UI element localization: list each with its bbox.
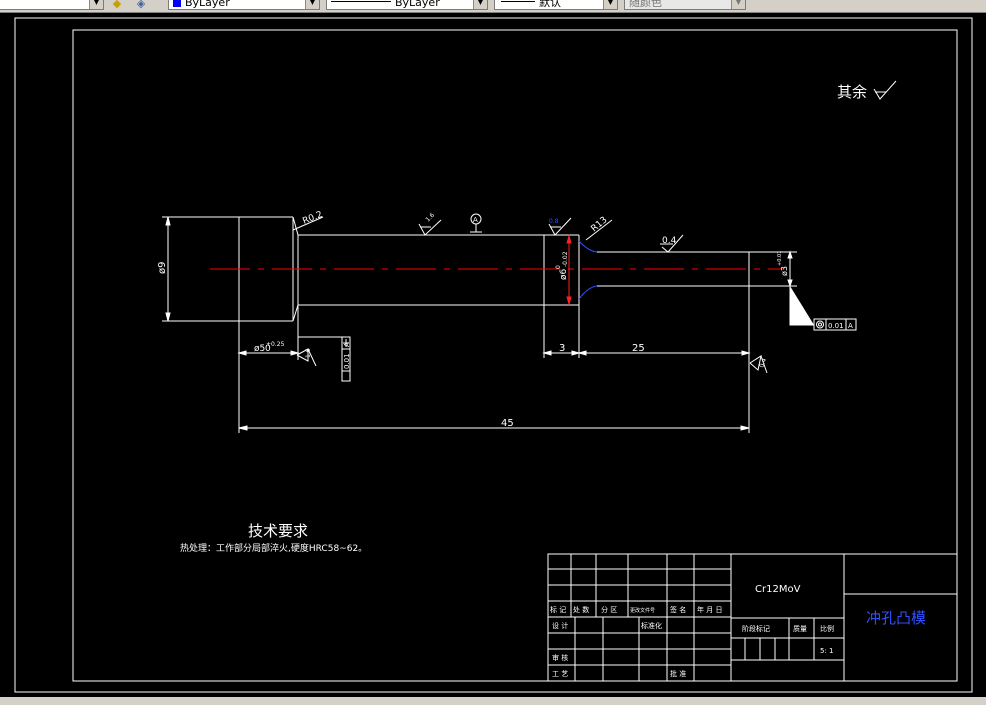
dim-45 — [238, 425, 750, 431]
dim-diameter-9 — [165, 216, 171, 322]
tech-requirements-text: 热处理：工作部分局部淬火,硬度HRC58~62。 — [180, 542, 367, 554]
roughness-2-text: 0.8 — [549, 218, 559, 225]
dim-shoulder-text: ø5 — [254, 344, 265, 354]
surface-note-text: 其余 — [837, 83, 867, 101]
tb-scale-value: 5: 1 — [820, 647, 834, 655]
tb-weight-label: 质量 — [793, 624, 807, 633]
dim-diameter-9-text: ø9 — [157, 262, 168, 274]
tb-row-design: 设 计 — [552, 621, 568, 630]
fcf-perpendicularity-datum: A — [343, 342, 351, 347]
dim-45-text: 45 — [501, 418, 514, 429]
part-outline — [162, 216, 750, 322]
dim-3-and-25 — [542, 286, 751, 433]
dim-diameter-6-text: ø6 — [559, 268, 569, 280]
lineweight-preview-icon — [501, 1, 535, 2]
chevron-down-icon: ▼ — [89, 0, 103, 9]
color-control-value: ByLayer — [185, 0, 230, 9]
roughness-symbol-icon — [873, 80, 897, 100]
tb-row-approve: 批 准 — [670, 669, 686, 678]
tb-row-standard: 标准化 — [641, 621, 662, 630]
lineweight-control-value: 默认 — [539, 0, 561, 9]
tech-requirements-title: 技术要求 — [248, 522, 308, 540]
dim-diameter-6-tol-lower: -0.02 — [562, 251, 569, 267]
tb-hdr-count: 处 数 — [573, 605, 589, 614]
leader-r02 — [292, 216, 324, 231]
sheet-inner-border — [72, 29, 958, 682]
chevron-down-icon: ▼ — [473, 0, 487, 9]
fillet-r02-text: R0.2 — [301, 210, 324, 227]
tb-row-review: 审 核 — [552, 653, 568, 662]
layer-previous-icon[interactable]: ◈ — [136, 0, 146, 10]
tb-row-process: 工 艺 — [552, 670, 568, 678]
fcf-perpendicularity-value: 0.01 — [343, 353, 351, 369]
roughness-symbol-icon — [548, 217, 572, 236]
fillet-arcs — [578, 240, 598, 300]
plotstyle-control-combo[interactable]: 随颜色 ▼ — [624, 0, 746, 10]
color-control-combo[interactable]: ByLayer ▼ — [168, 0, 320, 10]
chevron-down-icon: ▼ — [603, 0, 617, 9]
roughness-symbol-icon — [418, 219, 442, 236]
drawing-canvas[interactable]: 其余 ø9 R0.2 1.6 — [0, 12, 986, 697]
linetype-control-combo[interactable]: ByLayer ▼ — [326, 0, 488, 10]
tb-hdr-docno: 更改文件号 — [630, 607, 655, 614]
properties-toolbar: ▼ ◆ ◈ ByLayer ▼ ByLayer ▼ 默认 ▼ 随颜色 ▼ — [0, 0, 986, 13]
roughness-5-text: 0.4 — [758, 357, 768, 369]
leader-r13 — [585, 219, 613, 241]
sheet-outer-border — [14, 17, 973, 693]
tb-hdr-date: 年 月 日 — [697, 605, 722, 614]
title-block — [547, 553, 958, 682]
chevron-down-icon: ▼ — [731, 0, 745, 9]
tb-hdr-sign: 签 名 — [670, 605, 686, 614]
tb-stage-label: 阶段标记 — [742, 624, 770, 633]
roughness-symbol-icon — [296, 348, 317, 367]
dim-3-text: 3 — [559, 343, 565, 354]
dim-diameter-6-tol-upper: 0 — [555, 265, 562, 269]
roughness-4-text: 1.6 — [305, 348, 312, 358]
lineweight-control-combo[interactable]: 默认 ▼ — [494, 0, 618, 10]
linetype-control-value: ByLayer — [395, 0, 440, 9]
datum-a-symbol — [470, 213, 482, 233]
fcf-perpendicularity — [298, 336, 351, 382]
dim-diameter-3-text: ø3 — [780, 266, 789, 276]
color-swatch-icon — [173, 0, 181, 7]
layer-states-icon[interactable]: ◆ — [112, 0, 122, 10]
tb-part-name: 冲孔凸模 — [866, 609, 926, 627]
dim-diameter-3 — [749, 250, 814, 326]
radius-r13-text: R13 — [590, 215, 610, 234]
dim-shoulder-length — [237, 305, 300, 433]
tb-scale-label: 比例 — [820, 624, 834, 633]
datum-a-text: A — [473, 216, 478, 224]
chevron-down-icon: ▼ — [305, 0, 319, 9]
roughness-symbol-icon — [749, 354, 768, 374]
tb-material: Cr12MoV — [755, 584, 801, 595]
roughness-symbol-icon — [660, 234, 684, 253]
dim-25-text: 25 — [632, 343, 645, 354]
dim-diameter-6 — [566, 234, 572, 306]
fcf-concentricity — [813, 318, 857, 331]
status-bar-edge — [0, 697, 986, 705]
plotstyle-control-value: 随颜色 — [629, 0, 662, 9]
dim-shoulder-tol: +0.25 — [266, 341, 285, 348]
dim-shoulder-value: 0 — [265, 344, 271, 354]
fcf-concentricity-datum: A — [848, 322, 853, 330]
linetype-preview-icon — [331, 1, 391, 2]
roughness-1-text: 1.6 — [424, 212, 436, 224]
fcf-concentricity-value: 0.01 — [828, 322, 844, 330]
tb-hdr-zone: 分 区 — [601, 605, 617, 614]
roughness-3-text: 0.4 — [662, 236, 677, 246]
toolbar-left-stub-combo[interactable]: ▼ — [0, 0, 104, 10]
tb-hdr-mark: 标 记 — [550, 605, 566, 614]
dim-diameter-3-tol: +0.01 — [777, 251, 783, 266]
